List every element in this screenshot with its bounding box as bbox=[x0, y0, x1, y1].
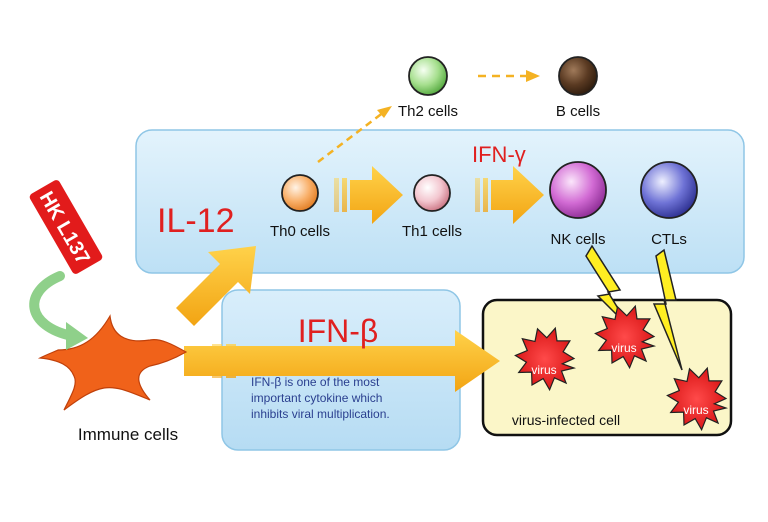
th0-to-th2-dashed-arrow bbox=[317, 111, 385, 163]
hk-to-immune-curved-arrow bbox=[29, 271, 77, 341]
b-cells-label: B cells bbox=[556, 103, 600, 120]
ctl-label: CTLs bbox=[651, 231, 687, 248]
il12-label: IL-12 bbox=[157, 202, 235, 240]
infected-cell-label: virus-infected cell bbox=[512, 412, 620, 428]
th1-label: Th1 cells bbox=[402, 223, 462, 240]
ifng-label: IFN-γ bbox=[472, 142, 526, 167]
th0-cell bbox=[281, 174, 319, 212]
ifnb-label: IFN-β bbox=[298, 313, 379, 349]
immune-cell-icon bbox=[37, 314, 188, 411]
ctl-cell bbox=[640, 161, 698, 219]
th0-label: Th0 cells bbox=[270, 223, 330, 240]
virus-star-icon bbox=[514, 326, 577, 392]
curved-arrowhead bbox=[66, 322, 88, 350]
virus-label: virus bbox=[611, 341, 636, 355]
virus-star-icon bbox=[666, 366, 729, 432]
nk-lightning-icon bbox=[585, 244, 631, 329]
virus-label: virus bbox=[683, 403, 708, 417]
hk-label-badge: HK L137 bbox=[29, 180, 103, 274]
th2-cell bbox=[408, 56, 448, 96]
il12-diagonal-arrow bbox=[176, 246, 256, 326]
th2-dashed-arrowhead bbox=[377, 106, 392, 118]
ifnb-description-line-3: inhibits viral multiplication. bbox=[251, 407, 390, 421]
th0-to-th1-arrow bbox=[334, 166, 403, 224]
ifnb-description-line-1: IFN-β is one of the most bbox=[251, 375, 380, 389]
b-cell bbox=[558, 56, 598, 96]
virus-label: virus bbox=[531, 363, 556, 377]
virus-star-icon bbox=[594, 304, 657, 370]
ctl-lightning-icon bbox=[652, 248, 683, 371]
th1-cell bbox=[413, 174, 451, 212]
nk-label: NK cells bbox=[550, 231, 605, 248]
b-dashed-arrowhead bbox=[526, 70, 540, 82]
ifnb-main-arrow bbox=[184, 330, 500, 392]
nk-cell bbox=[549, 161, 607, 219]
immune-cells-label: Immune cells bbox=[78, 425, 178, 444]
th1-to-nk-arrow bbox=[475, 166, 544, 224]
ifnb-description-line-2: important cytokine which bbox=[251, 391, 382, 405]
th2-label: Th2 cells bbox=[398, 103, 458, 120]
